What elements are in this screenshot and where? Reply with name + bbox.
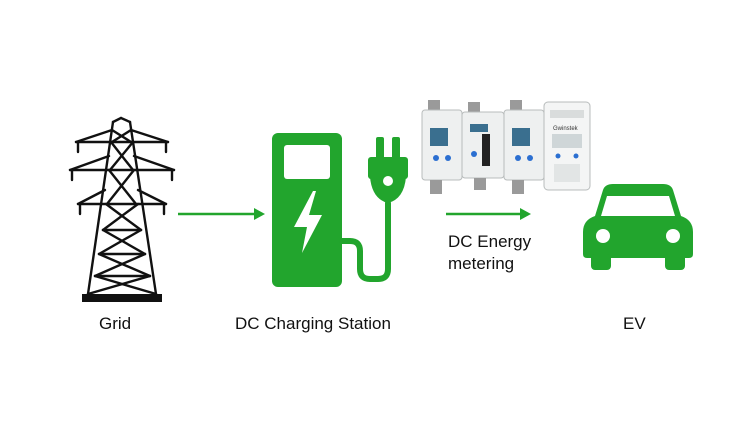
station-label: DC Charging Station xyxy=(235,314,391,333)
energy-meters-icon: Gwinstek xyxy=(421,100,591,194)
charging-station-icon xyxy=(272,133,408,287)
meter4-brand: Gwinstek xyxy=(553,126,579,132)
metering-label-line2: metering xyxy=(448,254,515,273)
ev-label: EV xyxy=(623,314,646,333)
flow-arrow-grid-to-station xyxy=(178,208,265,220)
car-icon xyxy=(583,184,693,270)
grid-label: Grid xyxy=(99,314,132,333)
metering-label-line1: DC Energy xyxy=(448,232,532,251)
power-tower-icon xyxy=(68,116,176,302)
flow-arrow-station-to-metering xyxy=(446,208,531,220)
